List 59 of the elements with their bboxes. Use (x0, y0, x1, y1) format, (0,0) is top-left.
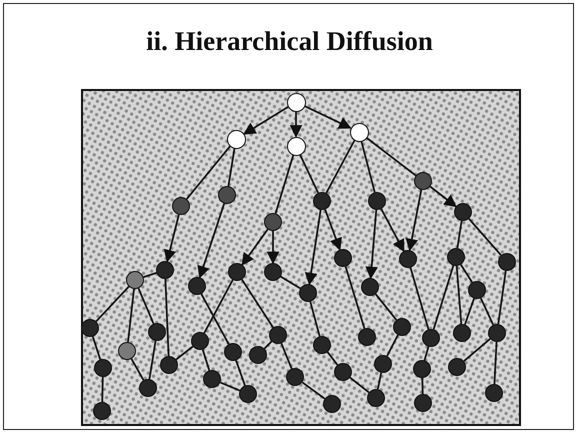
arrow (304, 210, 322, 286)
connector-line (274, 154, 294, 214)
arrow (324, 209, 342, 251)
connector-line (241, 279, 274, 328)
connector-line (366, 137, 416, 176)
arrow (290, 112, 302, 138)
connector-line (432, 265, 454, 330)
connector-line (460, 264, 473, 283)
connector-line (186, 146, 231, 200)
title: ii. Hierarchical Diffusion (145, 26, 434, 57)
connector-line (164, 278, 170, 356)
connector-line (497, 270, 507, 324)
connector-line (325, 140, 356, 194)
arrow (164, 214, 180, 262)
arrow (197, 203, 226, 279)
connector-line (280, 343, 292, 369)
connector-line (228, 148, 236, 186)
connector-line (456, 220, 462, 248)
connector-line (309, 301, 321, 337)
connector-line (494, 342, 498, 384)
connector-line (176, 346, 194, 360)
connector-line (299, 154, 319, 194)
connector-line (127, 288, 135, 342)
connector-line (130, 358, 144, 381)
connector-line (374, 293, 398, 321)
arrow (242, 228, 268, 266)
connector-line (410, 267, 430, 330)
arrow (266, 231, 280, 264)
connector-line (464, 298, 475, 325)
connector-line (148, 340, 156, 380)
connector-line (421, 378, 424, 394)
connector-line (143, 272, 157, 278)
arrow (380, 208, 405, 252)
connector-line (302, 382, 326, 400)
connector-line (264, 340, 272, 350)
connector-line (96, 286, 130, 322)
connector-line (326, 352, 338, 366)
connector-line (200, 293, 230, 345)
connector-line (480, 298, 494, 326)
arrow (430, 186, 457, 208)
arrow (243, 106, 288, 135)
connector-line (424, 346, 430, 361)
connector-line (360, 140, 376, 193)
connector-line (235, 360, 246, 386)
connector-line (468, 218, 502, 256)
connector-line (138, 288, 154, 324)
connector-line (350, 376, 370, 394)
connector-line (220, 382, 240, 392)
connector-line (376, 372, 382, 390)
connector-line (386, 334, 399, 356)
arrow (365, 210, 378, 280)
connector-line (456, 266, 462, 324)
connector-line (280, 276, 301, 290)
connector-line (92, 336, 102, 360)
connector-line (202, 349, 210, 371)
connector-line (203, 280, 234, 334)
arrow (406, 190, 422, 252)
connector-line (101, 376, 104, 402)
arrow (304, 105, 352, 129)
